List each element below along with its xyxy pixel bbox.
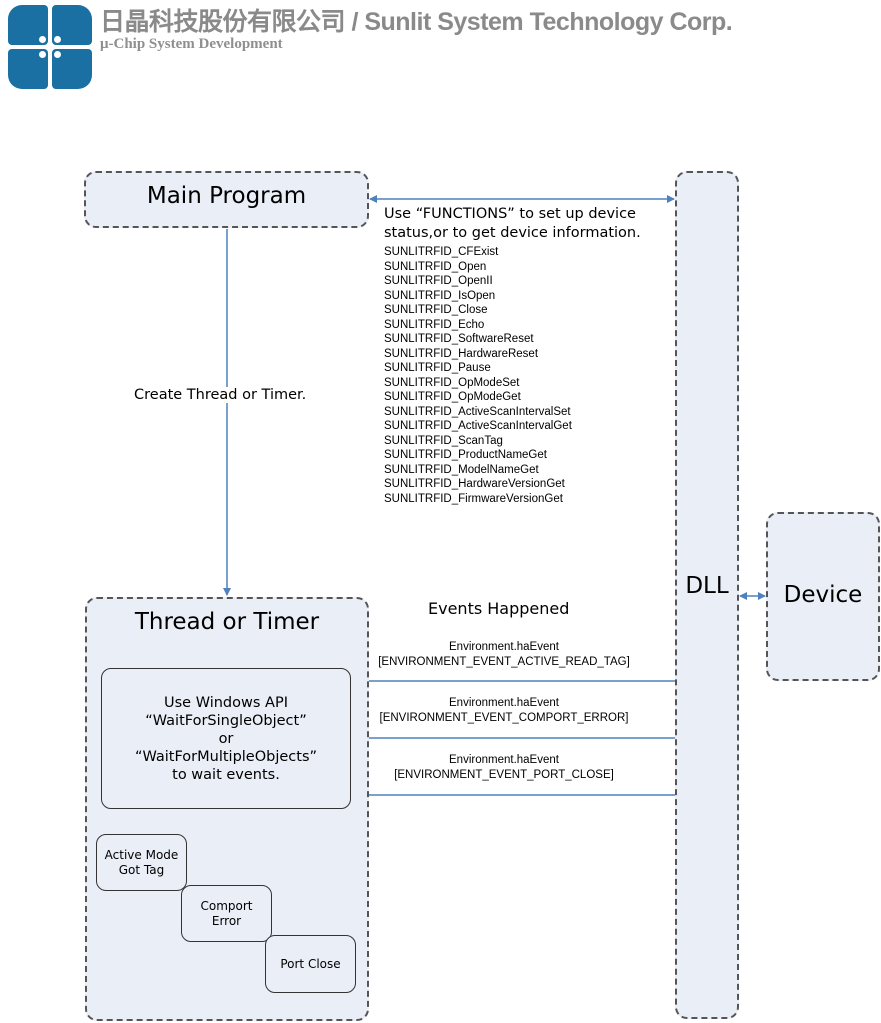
create-thread-label: Create Thread or Timer. xyxy=(134,387,307,403)
outcome-port-close: Port Close xyxy=(265,935,356,993)
event-label: Environment.haEvent [ENVIRONMENT_EVENT_A… xyxy=(364,640,644,670)
outcome-line: Active Mode xyxy=(104,847,179,862)
function-item: SUNLITRFID_SoftwareReset xyxy=(384,333,534,345)
function-item: SUNLITRFID_IsOpen xyxy=(384,289,496,302)
event-label-line: Environment.haEvent xyxy=(449,697,559,709)
function-item: SUNLITRFID_CFExist xyxy=(384,246,499,258)
functions-note: Use “FUNCTIONS” to set up device status,… xyxy=(384,205,641,243)
function-item: SUNLITRFID_ModelNameGet xyxy=(384,463,539,476)
wait-box-line: Use Windows API xyxy=(164,694,288,711)
function-item: SUNLITRFID_ActiveScanIntervalSet xyxy=(384,405,571,418)
function-item: SUNLITRFID_OpModeGet xyxy=(384,391,521,403)
event-label: Environment.haEvent [ENVIRONMENT_EVENT_C… xyxy=(364,696,644,726)
function-item: SUNLITRFID_ActiveScanIntervalGet xyxy=(384,420,572,432)
thread-or-timer-label: Thread or Timer xyxy=(134,609,320,635)
event-label: Environment.haEvent [ENVIRONMENT_EVENT_P… xyxy=(364,753,644,783)
event-label-line: [ENVIRONMENT_EVENT_COMPORT_ERROR] xyxy=(379,712,629,724)
wait-events-box: Use Windows API “WaitForSingleObject” or… xyxy=(101,668,351,809)
wait-box-line: “WaitForSingleObject” xyxy=(145,712,307,729)
function-item: SUNLITRFID_Pause xyxy=(384,362,491,374)
device-box: Device xyxy=(766,512,880,681)
main-program-box: Main Program xyxy=(84,171,369,228)
event-label-line: Environment.haEvent xyxy=(449,754,559,766)
outcome-line: Port Close xyxy=(280,956,341,971)
company-logo xyxy=(8,5,92,89)
device-label: Device xyxy=(783,582,863,608)
dll-label: DLL xyxy=(685,573,729,599)
event-label-line: [ENVIRONMENT_EVENT_PORT_CLOSE] xyxy=(394,769,614,781)
functions-note-line: Use “FUNCTIONS” to set up device xyxy=(384,206,636,222)
wait-box-line: to wait events. xyxy=(172,766,280,783)
events-happened-label: Events Happened xyxy=(428,599,570,618)
function-item: SUNLITRFID_OpenII xyxy=(384,275,493,287)
outcome-comport-error: Comport Error xyxy=(181,885,272,942)
function-item: SUNLITRFID_Echo xyxy=(384,318,485,331)
company-name: 日晶科技股份有限公司 / Sunlit System Technology Co… xyxy=(100,8,733,36)
outcome-line: Comport xyxy=(200,898,253,913)
function-item: SUNLITRFID_HardwareReset xyxy=(384,347,539,360)
function-item: SUNLITRFID_FirmwareVersionGet xyxy=(384,492,563,505)
wait-box-line: or xyxy=(218,730,234,747)
function-item: SUNLITRFID_ScanTag xyxy=(384,434,503,447)
company-tagline: μ-Chip System Development xyxy=(100,36,283,52)
function-item: SUNLITRFID_Open xyxy=(384,260,487,273)
function-item: SUNLITRFID_Close xyxy=(384,304,488,316)
function-item: SUNLITRFID_OpModeSet xyxy=(384,376,520,389)
dll-box: DLL xyxy=(675,171,739,1019)
function-item: SUNLITRFID_HardwareVersionGet xyxy=(384,478,565,490)
event-label-line: [ENVIRONMENT_EVENT_ACTIVE_READ_TAG] xyxy=(378,656,630,668)
functions-note-line: status,or to get device information. xyxy=(384,225,641,241)
event-label-line: Environment.haEvent xyxy=(449,641,559,653)
wait-box-line: “WaitForMultipleObjects” xyxy=(134,748,318,765)
main-program-label: Main Program xyxy=(146,183,307,209)
outcome-line: Got Tag xyxy=(118,862,165,877)
outcome-active-mode-got-tag: Active Mode Got Tag xyxy=(96,834,187,891)
function-item: SUNLITRFID_ProductNameGet xyxy=(384,449,547,461)
outcome-line: Error xyxy=(211,913,242,928)
function-list: SUNLITRFID_CFExist SUNLITRFID_Open SUNLI… xyxy=(384,245,572,506)
